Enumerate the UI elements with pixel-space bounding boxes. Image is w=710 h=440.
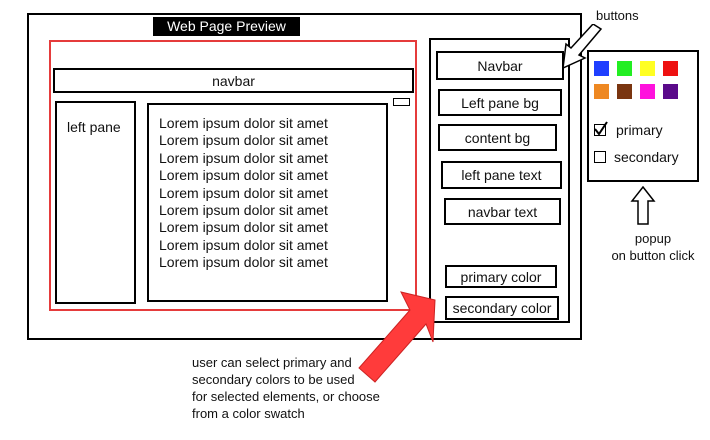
user-note-line: from a color swatch	[192, 406, 305, 421]
content-line: Lorem ipsum dolor sit amet	[159, 167, 328, 184]
user-note-line: for selected elements, or choose	[192, 389, 380, 404]
preview-left-pane: left pane	[55, 101, 136, 304]
color-swatch[interactable]	[594, 84, 609, 99]
left-pane-text-button[interactable]: left pane text	[441, 161, 562, 189]
window-title: Web Page Preview	[153, 17, 300, 36]
content-line: Lorem ipsum dolor sit amet	[159, 149, 328, 166]
secondary-color-button[interactable]: secondary color	[445, 296, 559, 320]
user-note-annotation: user can select primary and secondary col…	[192, 354, 422, 422]
popup-arrow-icon	[630, 186, 656, 225]
content-line: Lorem ipsum dolor sit amet	[159, 202, 328, 219]
buttons-annotation: buttons	[596, 8, 639, 23]
checkmark-icon	[594, 121, 608, 136]
secondary-checkbox[interactable]	[594, 151, 606, 163]
buttons-arrow-icon	[562, 24, 603, 70]
scroll-marker[interactable]	[393, 98, 410, 106]
color-swatch[interactable]	[640, 61, 655, 76]
secondary-option-label: secondary	[614, 149, 679, 165]
content-line: Lorem ipsum dolor sit amet	[159, 115, 328, 131]
content-bg-button[interactable]: content bg	[438, 124, 557, 151]
color-swatch[interactable]	[640, 84, 655, 99]
user-note-arrow-icon	[358, 291, 436, 383]
content-line: Lorem ipsum dolor sit amet	[159, 236, 328, 253]
content-line: Lorem ipsum dolor sit amet	[159, 219, 328, 236]
preview-navbar: navbar	[53, 68, 414, 93]
preview-area	[49, 40, 417, 311]
color-swatch[interactable]	[663, 84, 678, 99]
content-line: Lorem ipsum dolor sit amet	[159, 132, 328, 149]
popup-annotation-line1: popup	[634, 231, 672, 246]
user-note-line: user can select primary and	[192, 355, 352, 370]
popup-annotation: popup on button click	[598, 230, 708, 264]
color-swatch[interactable]	[663, 61, 678, 76]
color-swatch[interactable]	[617, 84, 632, 99]
content-line: Lorem ipsum dolor sit amet	[159, 184, 328, 201]
preview-navbar-label: navbar	[212, 72, 255, 89]
content-line: Lorem ipsum dolor sit amet	[159, 254, 328, 271]
user-note-line: secondary colors to be used	[192, 372, 355, 387]
navbar-text-button[interactable]: navbar text	[444, 198, 561, 225]
primary-color-button[interactable]: primary color	[445, 265, 557, 288]
color-swatch[interactable]	[594, 61, 609, 76]
left-pane-bg-button[interactable]: Left pane bg	[438, 89, 562, 116]
preview-left-pane-label: left pane	[67, 119, 121, 135]
popup-annotation-line2: on button click	[611, 248, 695, 263]
primary-option-label: primary	[616, 122, 663, 138]
color-swatch[interactable]	[617, 61, 632, 76]
